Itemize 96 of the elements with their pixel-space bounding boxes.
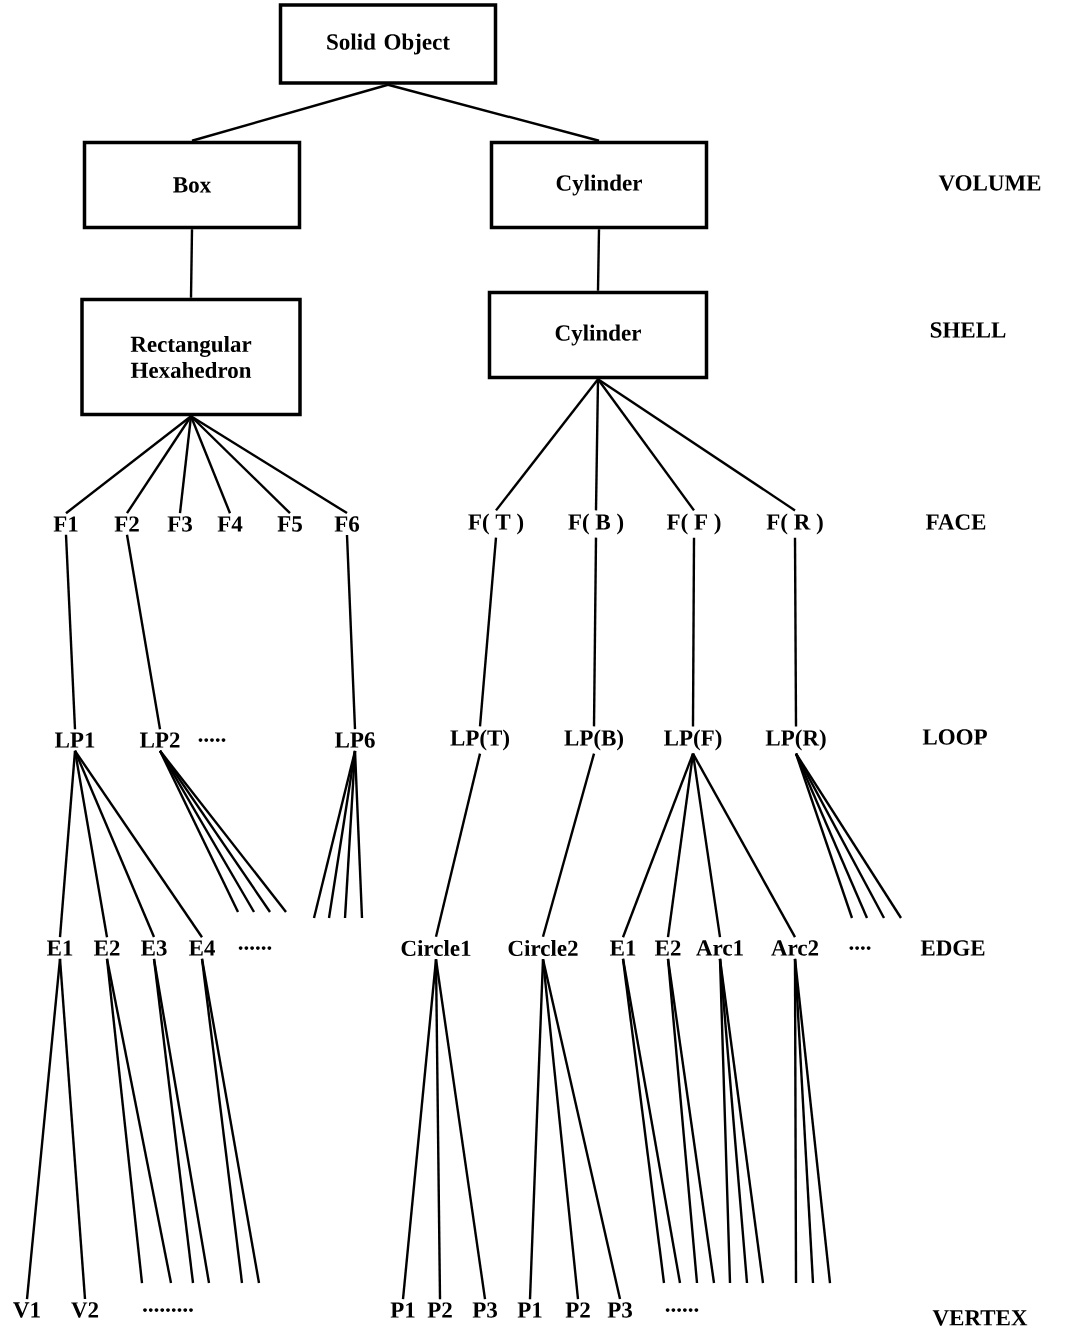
connector-line bbox=[64, 534, 77, 730]
node-label: E2 bbox=[93, 940, 120, 956]
connector-line bbox=[190, 415, 348, 515]
node-label: Arc2 bbox=[771, 940, 819, 956]
ellipsis: ...... bbox=[238, 946, 272, 950]
connector-line bbox=[126, 415, 192, 514]
connector-line bbox=[597, 378, 695, 512]
connector-line bbox=[353, 750, 364, 919]
node-label: P2 bbox=[427, 1302, 452, 1318]
node-label: Circle2 bbox=[508, 939, 578, 957]
connector-line bbox=[73, 750, 156, 938]
connector-line bbox=[691, 537, 696, 727]
connector-line bbox=[401, 959, 438, 1300]
node-label: E1 bbox=[609, 940, 636, 956]
connector-line bbox=[200, 958, 261, 1284]
node-label: LP1 bbox=[54, 732, 95, 748]
node-label: F( B ) bbox=[568, 513, 624, 535]
level-label: EDGE bbox=[920, 940, 985, 956]
connector-line bbox=[541, 753, 596, 938]
connector-line bbox=[793, 537, 798, 727]
connector-line bbox=[58, 958, 87, 1300]
connector-line bbox=[312, 750, 357, 919]
level-label: VERTEX bbox=[932, 1310, 1028, 1326]
connector-line bbox=[327, 750, 357, 919]
connector-line bbox=[158, 750, 240, 913]
node-label: F( R ) bbox=[766, 513, 823, 535]
connector-line bbox=[691, 753, 797, 938]
connector-line bbox=[387, 83, 600, 142]
node-label: F1 bbox=[53, 516, 78, 532]
node-label: P3 bbox=[607, 1302, 632, 1318]
connector-line bbox=[74, 750, 203, 938]
connector-line bbox=[495, 378, 599, 512]
ellipsis: ...... bbox=[665, 1308, 699, 1312]
node-label: E2 bbox=[654, 940, 681, 956]
connector-line bbox=[65, 415, 192, 515]
connector-line bbox=[434, 753, 482, 937]
node-label: P3 bbox=[472, 1302, 497, 1318]
node-label: E3 bbox=[140, 940, 167, 956]
connector-line bbox=[125, 534, 162, 730]
connector-line bbox=[621, 958, 682, 1284]
connector-line bbox=[189, 229, 194, 298]
connector-line bbox=[666, 753, 695, 938]
level-label: VOLUME bbox=[938, 175, 1041, 191]
connector-line bbox=[178, 416, 193, 514]
connector-line bbox=[794, 753, 869, 919]
node-label: F2 bbox=[114, 516, 139, 532]
node-box: Cylinder bbox=[489, 140, 709, 230]
connector-line bbox=[152, 958, 211, 1284]
node-label: F4 bbox=[217, 516, 243, 532]
node-label: LP(T) bbox=[450, 729, 509, 751]
connector-line bbox=[191, 83, 389, 142]
node-label: E4 bbox=[188, 940, 215, 956]
connector-line bbox=[73, 750, 109, 938]
node-label: Circle1 bbox=[401, 939, 471, 957]
connector-line bbox=[478, 537, 498, 727]
node-label: LP(F) bbox=[664, 729, 722, 751]
connector-line bbox=[594, 379, 600, 511]
node-label: LP(R) bbox=[765, 729, 826, 751]
node-label: F5 bbox=[277, 516, 302, 532]
node-label: F( F ) bbox=[666, 513, 721, 535]
connector-line bbox=[434, 959, 487, 1300]
level-label: LOOP bbox=[922, 729, 987, 745]
node-label: P2 bbox=[565, 1302, 590, 1318]
node-label: LP2 bbox=[139, 732, 180, 748]
connector-line bbox=[592, 537, 598, 727]
node-label: F3 bbox=[167, 516, 192, 532]
ellipsis: .... bbox=[849, 946, 871, 950]
connector-line bbox=[691, 753, 722, 938]
node-label: V2 bbox=[71, 1302, 99, 1318]
node-label: V1 bbox=[13, 1302, 40, 1318]
connector-line bbox=[621, 753, 695, 938]
level-label: SHELL bbox=[930, 322, 1006, 338]
connector-line bbox=[541, 959, 622, 1300]
connector-line bbox=[718, 958, 765, 1284]
node-label: P1 bbox=[390, 1302, 415, 1318]
node-label: E1 bbox=[46, 940, 73, 956]
connector-line bbox=[795, 753, 902, 919]
connector-line bbox=[666, 958, 716, 1284]
connector-line bbox=[596, 229, 601, 291]
node-label: F( T ) bbox=[468, 513, 524, 535]
connector-line bbox=[597, 378, 796, 512]
connector-line bbox=[345, 534, 357, 730]
node-box: Rectangular Hexahedron bbox=[80, 297, 302, 417]
node-label: Arc1 bbox=[696, 940, 743, 956]
connector-line bbox=[105, 958, 173, 1284]
node-box: Box bbox=[82, 140, 302, 230]
node-box: Cylinder bbox=[487, 290, 709, 380]
ellipsis: ......... bbox=[143, 1308, 193, 1312]
ellipsis: ..... bbox=[198, 738, 226, 742]
node-box: Solid Object bbox=[278, 3, 498, 85]
node-label: F6 bbox=[334, 516, 360, 532]
level-label: FACE bbox=[925, 514, 986, 530]
node-label: LP(B) bbox=[564, 729, 623, 751]
node-label: LP6 bbox=[334, 732, 375, 748]
node-label: P1 bbox=[517, 1302, 542, 1318]
connector-line bbox=[793, 958, 832, 1284]
